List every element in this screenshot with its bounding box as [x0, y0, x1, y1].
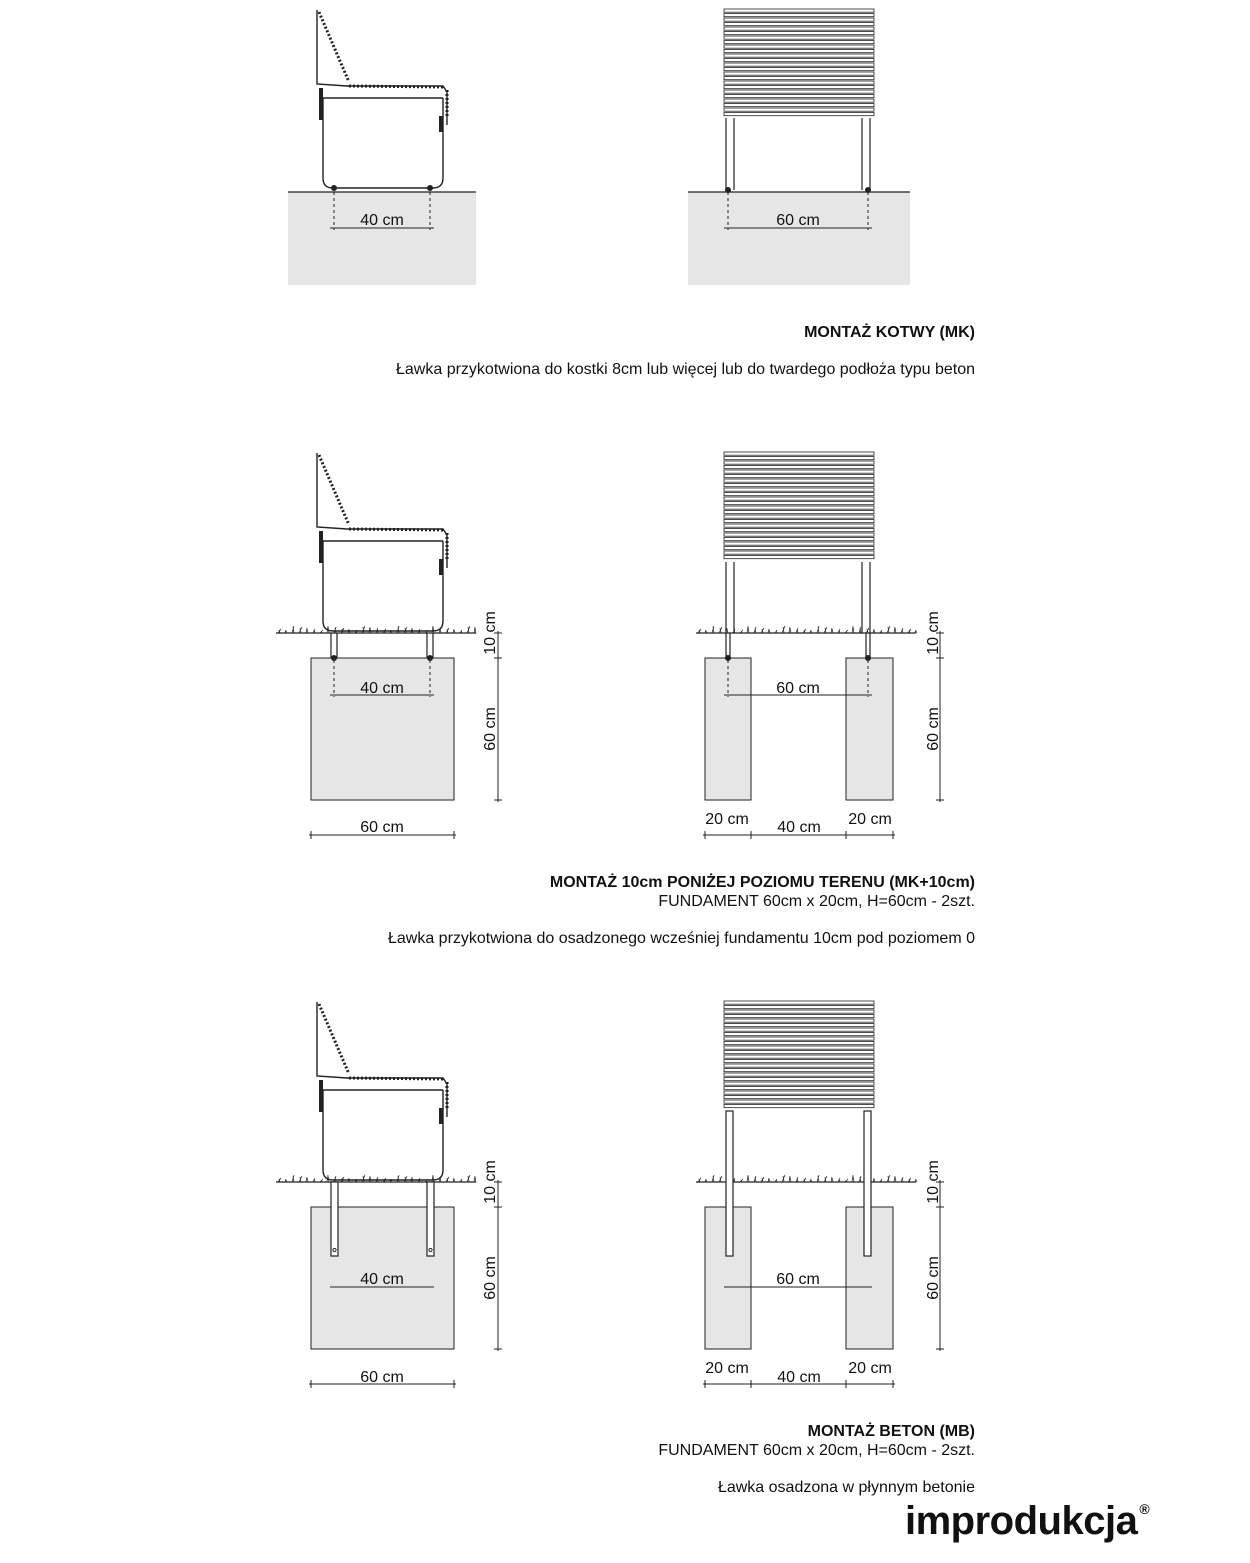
dim-front-depth-10cm-3: 10 cm [925, 1160, 942, 1204]
dim-front-height-60cm-3: 60 cm [925, 1256, 942, 1300]
section-1-front-view: 60 cm [688, 8, 910, 285]
dim-front-height-60cm-2: 60 cm [925, 707, 942, 751]
dim-right-20cm-3: 20 cm [848, 1360, 892, 1377]
dim-base-60cm-3: 60 cm [360, 1369, 404, 1386]
grass-texture [277, 625, 477, 634]
dim-base-60cm-2: 60 cm [360, 819, 404, 836]
section-1-caption: MONTAŻ KOTWY (MK) [804, 323, 975, 342]
dim-right-20cm-2: 20 cm [848, 811, 892, 828]
bench-slats [723, 8, 875, 117]
section-1-side-view: 40 cm [288, 10, 476, 285]
dim-depth-10cm-2: 10 cm [482, 611, 499, 655]
bench-slats [723, 1000, 875, 1109]
dim-left-20cm-2: 20 cm [705, 811, 749, 828]
dim-40cm-3: 40 cm [360, 1271, 404, 1288]
dim-left-20cm-3: 20 cm [705, 1360, 749, 1377]
section-2-side-view: 40 cm 60 cm 10 cm 60 cm [276, 453, 502, 839]
dim-60cm-1: 60 cm [776, 212, 820, 229]
brand-logo: improdukcja® [905, 1499, 1150, 1543]
section-3-side-view: 40 cm 60 cm 10 cm 60 cm [276, 1002, 502, 1388]
section-3-subtitle: FUNDAMENT 60cm x 20cm, H=60cm - 2szt. [658, 1442, 975, 1459]
dim-height-60cm-3: 60 cm [482, 1256, 499, 1300]
dim-front-depth-10cm-2: 10 cm [925, 611, 942, 655]
section-1-description: Ławka przykotwiona do kostki 8cm lub wię… [396, 361, 975, 378]
dim-height-60cm-2: 60 cm [482, 707, 499, 751]
dim-mid-40cm-3: 40 cm [777, 1369, 821, 1386]
dim-60cm-2: 60 cm [776, 680, 820, 697]
dim-40cm-2: 40 cm [360, 680, 404, 697]
dim-40cm-1: 40 cm [360, 212, 404, 229]
grass-texture [277, 1174, 477, 1183]
dim-depth-10cm-3: 10 cm [482, 1160, 499, 1204]
bench-slats [723, 451, 875, 560]
section-2-description: Ławka przykotwiona do osadzonego wcześni… [387, 930, 975, 947]
dim-mid-40cm-2: 40 cm [777, 819, 821, 836]
section-2-title: MONTAŻ 10cm PONIŻEJ POZIOMU TERENU (MK+1… [549, 874, 975, 891]
dim-60cm-3: 60 cm [776, 1271, 820, 1288]
section-3-front-view: 60 cm 20 cm 40 cm 20 cm 10 cm 60 cm [696, 1000, 944, 1388]
section-1-title: MONTAŻ KOTWY (MK) [804, 324, 975, 341]
section-3-title: MONTAŻ BETON (MB) [807, 1423, 975, 1440]
section-2-subtitle: FUNDAMENT 60cm x 20cm, H=60cm - 2szt. [658, 893, 975, 910]
section-2-front-view: 60 cm 20 cm 40 cm 20 cm 10 cm 60 cm [696, 451, 944, 839]
grass-texture [697, 625, 918, 634]
section-3-caption: MONTAŻ BETON (MB) FUNDAMENT 60cm x 20cm,… [658, 1422, 975, 1460]
section-2-caption: MONTAŻ 10cm PONIŻEJ POZIOMU TERENU (MK+1… [550, 873, 975, 911]
section-3-description: Ławka osadzona w płynnym betonie [717, 1479, 975, 1496]
